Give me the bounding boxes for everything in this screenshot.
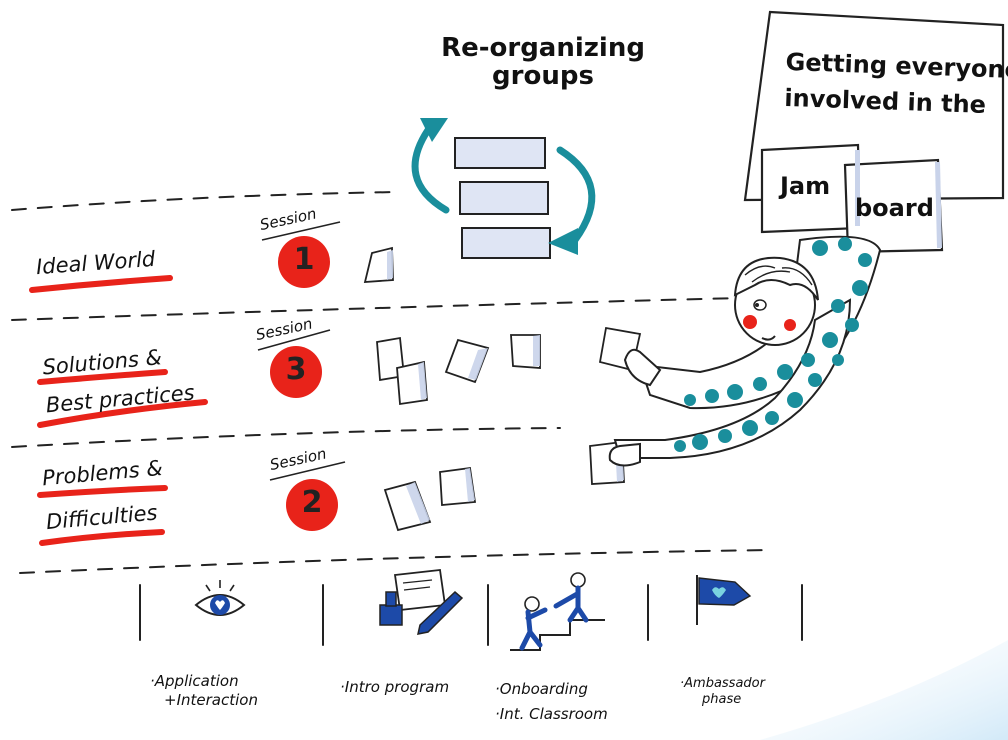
- jamboard-card: [743, 10, 1005, 254]
- diagram-title: Re-organizing groups: [428, 34, 658, 90]
- row-dividers: [11, 191, 771, 574]
- group-card-3: [461, 227, 551, 259]
- row-label-problems: Problems & Difficulties: [41, 455, 164, 535]
- cycle-arrows: [411, 126, 596, 244]
- cycle-arrow-left: [411, 126, 450, 214]
- paper-shadows: [387, 250, 624, 524]
- cycle-arrow-right: [556, 146, 596, 244]
- note-board-label: board: [855, 194, 934, 222]
- phase-label-onboarding: ·Onboarding ·Int. Classroom: [495, 680, 608, 723]
- corner-glow: [760, 640, 1008, 740]
- group-stack: [454, 137, 551, 259]
- session-label-underlines: [257, 221, 346, 481]
- group-card-1: [454, 137, 546, 169]
- person-cheek: [743, 315, 757, 329]
- session-badges: [270, 236, 338, 531]
- cycle-arrowheads: [420, 118, 578, 255]
- underline-problems: [37, 485, 168, 498]
- divider-2: [11, 427, 561, 448]
- row-label-solutions: Solutions & Best practices: [41, 345, 196, 418]
- phase-label-application: ·Application +Interaction: [150, 672, 258, 709]
- heart-flag-icon: [696, 575, 752, 625]
- divider-1: [11, 297, 741, 321]
- phase-dividers: [139, 584, 803, 646]
- underline-best-practices: [37, 399, 208, 428]
- paper-note: [510, 334, 541, 369]
- session-number-3: 3: [285, 352, 307, 387]
- title-line-2: groups: [492, 61, 594, 91]
- card-heading: Getting everyone involved in the: [784, 44, 1008, 124]
- person-illustration: [608, 235, 882, 467]
- title-line-1: Re-organizing: [441, 33, 645, 63]
- row-underlines: [29, 275, 208, 546]
- session-number-1: 1: [293, 242, 315, 277]
- stamp-pen-document-icon: [379, 569, 464, 635]
- person-hand: [623, 348, 662, 387]
- underline-difficulties: [39, 529, 165, 546]
- climbing-people-icon: [510, 572, 605, 651]
- person-cheek: [784, 319, 796, 331]
- person-mouth: [761, 335, 776, 341]
- person-hand: [608, 442, 641, 467]
- paper-notes: [363, 246, 642, 532]
- session-badge-1: [278, 236, 330, 288]
- session-badge-3: [270, 346, 322, 398]
- divider-top: [11, 191, 401, 211]
- underline-solutions: [37, 369, 168, 385]
- paper-note: [363, 246, 394, 283]
- person-eye: [753, 299, 767, 311]
- underline-ideal-world: [29, 275, 173, 293]
- phase-label-ambassador: ·Ambassador phase: [680, 676, 765, 707]
- polka-dots: [674, 237, 872, 452]
- phase-label-intro: ·Intro program: [340, 678, 450, 696]
- group-card-2: [459, 181, 549, 215]
- session-badge-2: [286, 479, 338, 531]
- note-jam-label: Jam: [780, 172, 831, 200]
- session-number-2: 2: [301, 485, 323, 520]
- eye-heart-icon: [194, 580, 246, 616]
- arm-lower: [613, 298, 852, 459]
- divider-3: [19, 549, 771, 574]
- note-board: [843, 158, 944, 254]
